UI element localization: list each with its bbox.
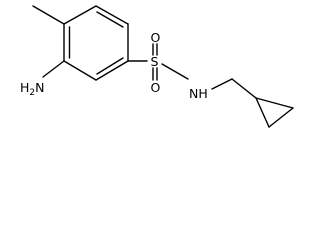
amino-group-label: H2N (20, 80, 45, 98)
cyclopropyl-ring (255, 97, 294, 128)
chemical-structure: H2N O S O NH (20, 5, 294, 128)
oxygen-bottom-label: O (151, 80, 161, 95)
sulfonamide-n: N (189, 86, 198, 101)
ring-bond-1-inner (96, 11, 124, 28)
ring-bond-3-inner (96, 57, 124, 75)
amino-bond (42, 60, 65, 78)
sulfur-nitrogen-bond (161, 63, 189, 80)
benzene-ring (63, 5, 129, 81)
methylene-cyclopropyl-bond (231, 78, 257, 99)
amino-subscript: 2 (29, 88, 35, 98)
amino-h: H (20, 80, 29, 95)
cyclopropyl-bond-2 (268, 107, 294, 128)
cyclopropyl-bond-3 (255, 97, 294, 109)
methyl-bond (32, 5, 65, 25)
amino-n: N (35, 80, 44, 95)
oxygen-top-label: O (151, 30, 161, 45)
ring-bond-3 (95, 60, 129, 81)
cyclopropyl-bond-1 (255, 97, 270, 128)
nitrogen-methylene-bond (211, 78, 233, 90)
ring-bond-4 (63, 60, 97, 81)
ring-bond-6 (63, 5, 97, 25)
sulfur-label: S (151, 54, 159, 69)
sulfonamide-nh-label: NH (189, 86, 208, 101)
sulfonamide-h: H (198, 86, 207, 101)
ring-bond-1 (95, 5, 129, 25)
